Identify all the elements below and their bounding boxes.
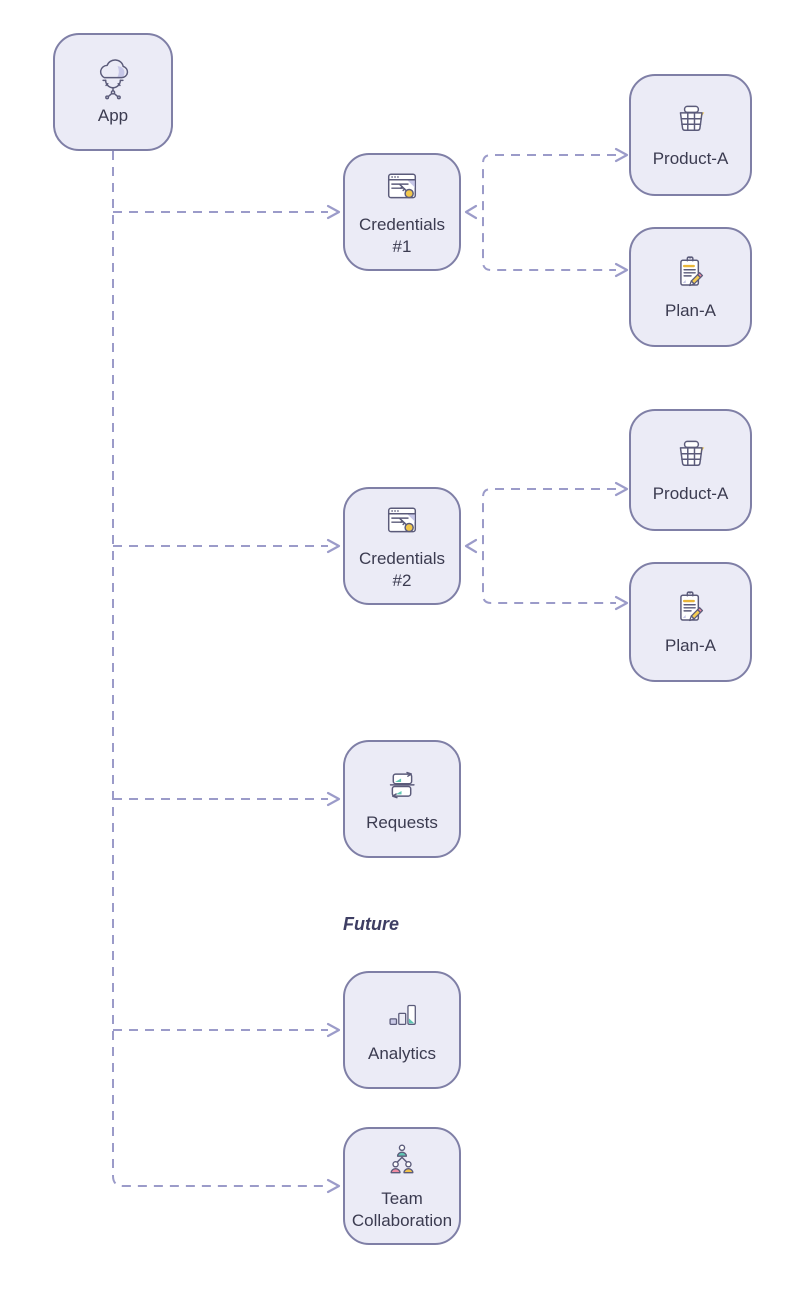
edge-credentials2-fanout	[482, 488, 616, 604]
arrowhead-product-a1	[614, 147, 629, 163]
arrowhead-credentials2	[326, 538, 341, 554]
clipboard-pencil-icon	[669, 252, 713, 296]
node-requests: Requests	[343, 740, 461, 858]
cloud-app-icon	[91, 57, 135, 101]
future-note: Future	[343, 914, 399, 934]
node-analytics: Analytics	[343, 971, 461, 1089]
node-credentials-1: Credentials #1	[343, 153, 461, 271]
browser-key-icon	[380, 500, 424, 544]
node-label: Analytics	[367, 1043, 437, 1063]
node-label: Team Collaboration	[351, 1188, 453, 1230]
node-credentials-2: Credentials #2	[343, 487, 461, 605]
fork-chevron-credentials2	[464, 538, 478, 554]
arrowhead-requests	[326, 791, 341, 807]
arrowhead-plan-a2	[614, 595, 629, 611]
node-plan-a-2: Plan-A	[629, 562, 752, 682]
bar-chart-icon	[380, 995, 424, 1039]
basket-icon	[669, 100, 713, 144]
arrowhead-credentials1	[326, 204, 341, 220]
node-label: Plan-A	[664, 635, 717, 655]
node-label: Credentials #1	[359, 214, 445, 256]
edge-credentials1-fanout	[482, 154, 616, 271]
node-label: Credentials #2	[359, 548, 445, 590]
browser-key-icon	[380, 166, 424, 210]
arrowhead-analytics	[326, 1022, 341, 1038]
arrowhead-team	[326, 1178, 341, 1194]
team-org-icon	[380, 1140, 424, 1184]
node-product-a-2: Product-A	[629, 409, 752, 531]
arrowhead-product-a2	[614, 481, 629, 497]
node-label: Product-A	[652, 483, 729, 503]
basket-icon	[669, 435, 713, 479]
node-app: App	[53, 33, 173, 151]
node-product-a-1: Product-A	[629, 74, 752, 196]
node-plan-a-1: Plan-A	[629, 227, 752, 347]
fork-chevron-credentials1	[464, 204, 478, 220]
edge-app-trunk	[112, 151, 328, 1187]
node-label: Product-A	[652, 148, 729, 168]
flip-sync-icon	[380, 764, 424, 808]
node-label: App	[97, 105, 129, 125]
clipboard-pencil-icon	[669, 587, 713, 631]
node-team-collaboration: Team Collaboration	[343, 1127, 461, 1245]
node-label: Requests	[366, 812, 438, 832]
node-label: Plan-A	[664, 300, 717, 320]
arrowhead-plan-a1	[614, 262, 629, 278]
